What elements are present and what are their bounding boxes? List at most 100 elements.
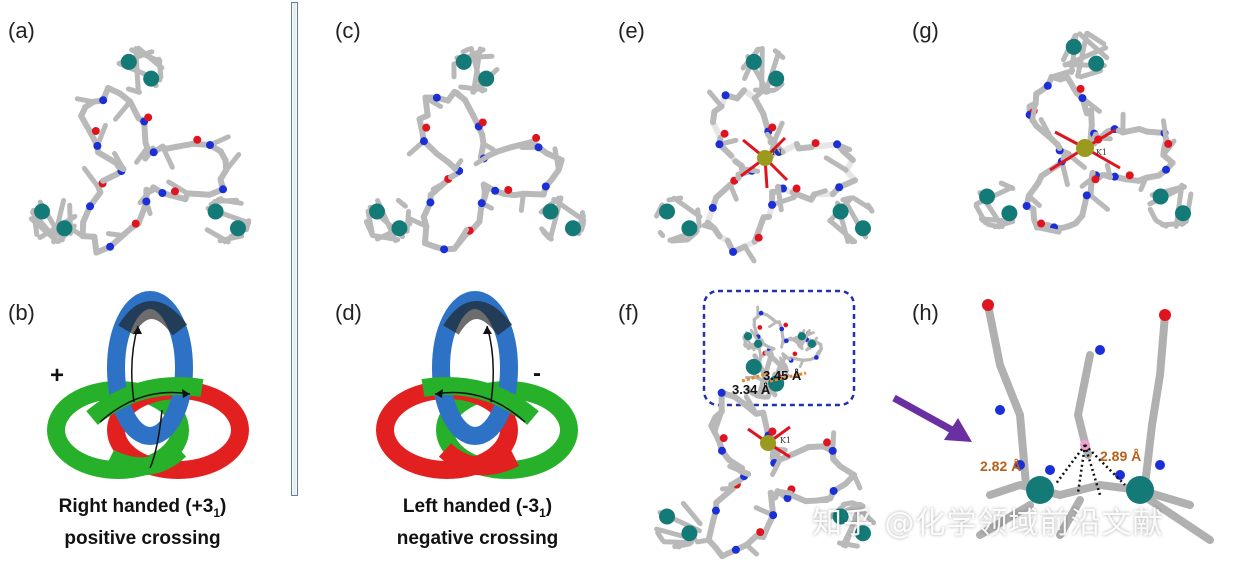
oxygen-atom	[757, 325, 763, 330]
metal-atom	[832, 508, 849, 525]
oxygen-atom	[756, 528, 765, 537]
metal-atom	[979, 188, 996, 205]
bond	[744, 542, 760, 557]
panel-label-f: (f)	[618, 300, 639, 325]
bond	[823, 155, 849, 173]
bond	[1173, 182, 1185, 229]
bond	[78, 113, 95, 138]
bond	[422, 95, 444, 109]
bond	[112, 99, 133, 122]
caption-b-subscript: 1	[213, 505, 220, 520]
oxygen-atom	[170, 187, 179, 196]
bond	[578, 221, 586, 233]
nitrogen-atom	[835, 183, 844, 192]
nitrogen-atom	[758, 310, 764, 316]
metal-atom	[1174, 205, 1191, 222]
bond	[551, 196, 587, 223]
bond	[732, 158, 745, 170]
nitrogen-atom	[440, 245, 449, 254]
arrow-icon	[892, 394, 972, 442]
oxygen-atom	[504, 185, 513, 194]
panel-label-e: (e)	[618, 18, 645, 43]
bond	[827, 218, 858, 245]
caption-d-line2: negative crossing	[396, 527, 559, 549]
molecule-image-g	[973, 30, 1194, 235]
metal-atom	[753, 339, 763, 348]
caption-d-close: )	[545, 496, 553, 517]
metal-atom	[34, 203, 51, 220]
bond	[134, 145, 150, 165]
nitrogen-atom	[1043, 81, 1052, 90]
metal-atom	[854, 525, 871, 542]
bond	[74, 96, 96, 105]
oxygen-atom	[91, 126, 100, 135]
bond	[784, 444, 812, 460]
molecule-image-h	[976, 299, 1214, 544]
metal-atom	[659, 203, 676, 220]
bond	[657, 230, 666, 239]
nitrogen-atom	[731, 545, 740, 554]
bond	[734, 87, 748, 102]
oxygen-atom	[1125, 171, 1134, 180]
nitrogen-atom	[534, 143, 543, 152]
metal-atom	[391, 220, 408, 237]
bond	[166, 179, 190, 196]
bond	[1038, 117, 1054, 142]
oxygen-atom	[792, 184, 801, 193]
nitrogen-atom	[783, 338, 789, 344]
bond	[1085, 30, 1107, 47]
bond	[1034, 225, 1062, 235]
oxygen-atom	[754, 233, 763, 242]
oxygen-atom	[422, 123, 431, 132]
metal-atom	[369, 203, 386, 220]
distance-label-h1: 2.82 Å	[980, 458, 1022, 474]
metal-atom	[143, 70, 160, 87]
k-label-g: K1	[1096, 148, 1108, 157]
bond	[818, 342, 823, 351]
oxygen-atom	[1164, 139, 1173, 148]
oxygen-atom	[792, 351, 798, 357]
metal-atom	[745, 53, 762, 70]
nitrogen-atom	[206, 141, 215, 150]
watermark: 知乎 @化学领域前沿文献	[812, 506, 1164, 541]
metal-atom	[207, 203, 224, 220]
bond	[111, 150, 126, 172]
nitrogen-atom	[783, 494, 792, 503]
potassium-ion-f	[747, 425, 791, 459]
bond	[184, 190, 213, 198]
bond	[460, 46, 472, 55]
metal-atom	[455, 53, 472, 70]
caption-d-line1: Left handed (-3	[402, 496, 540, 517]
bond	[363, 219, 375, 238]
bond	[811, 188, 828, 197]
molecule-image-c	[363, 46, 587, 254]
bond	[506, 138, 536, 151]
oxygen-atom	[1091, 175, 1100, 184]
bond	[461, 96, 477, 120]
bond	[243, 219, 252, 233]
nitrogen-atom	[93, 141, 102, 150]
bond	[843, 501, 863, 549]
nitrogen-atom	[1022, 201, 1031, 210]
bond	[222, 157, 230, 173]
oxygen-atom	[144, 113, 153, 122]
bond	[769, 456, 783, 477]
bond	[555, 157, 565, 173]
bond	[127, 98, 142, 122]
nitrogen-atom	[491, 186, 500, 195]
oxygen-atom	[720, 129, 729, 138]
metal-atom	[832, 203, 849, 220]
bond	[451, 227, 470, 252]
bond	[742, 244, 757, 264]
trefoil-knot-b	[47, 291, 249, 479]
bond	[156, 56, 164, 80]
bond	[680, 500, 703, 527]
nitrogen-atom	[711, 506, 720, 515]
bond	[1026, 193, 1042, 208]
caption-b-line1: Right handed (+3	[58, 496, 214, 517]
bond	[706, 89, 725, 109]
bond	[840, 500, 854, 508]
bond	[1147, 206, 1159, 223]
bond	[473, 152, 492, 167]
nitrogen-atom	[829, 486, 838, 495]
